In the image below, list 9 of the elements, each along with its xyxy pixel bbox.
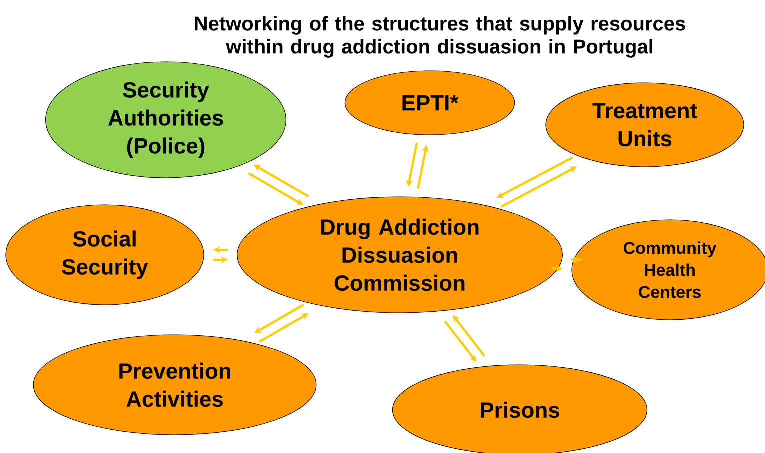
ellipse-node: Social Security bbox=[6, 204, 204, 306]
ellipse-node: Community Health Centers bbox=[572, 220, 765, 320]
ellipse-node: Treatment Units bbox=[546, 82, 744, 168]
title: Networking of the structures that supply resources within drug addiction dissuasion in Portugal bbox=[195, 16, 686, 58]
ellipse-node: Security Authorities (Police) bbox=[46, 62, 287, 178]
ellipse-node: EPTI* bbox=[344, 70, 516, 136]
ellipse-node: Drug Addiction Dissuasion Commission bbox=[237, 196, 563, 314]
ellipse-node: Prevention Activities bbox=[33, 334, 317, 436]
ellipse-node: Prisons bbox=[392, 364, 648, 453]
